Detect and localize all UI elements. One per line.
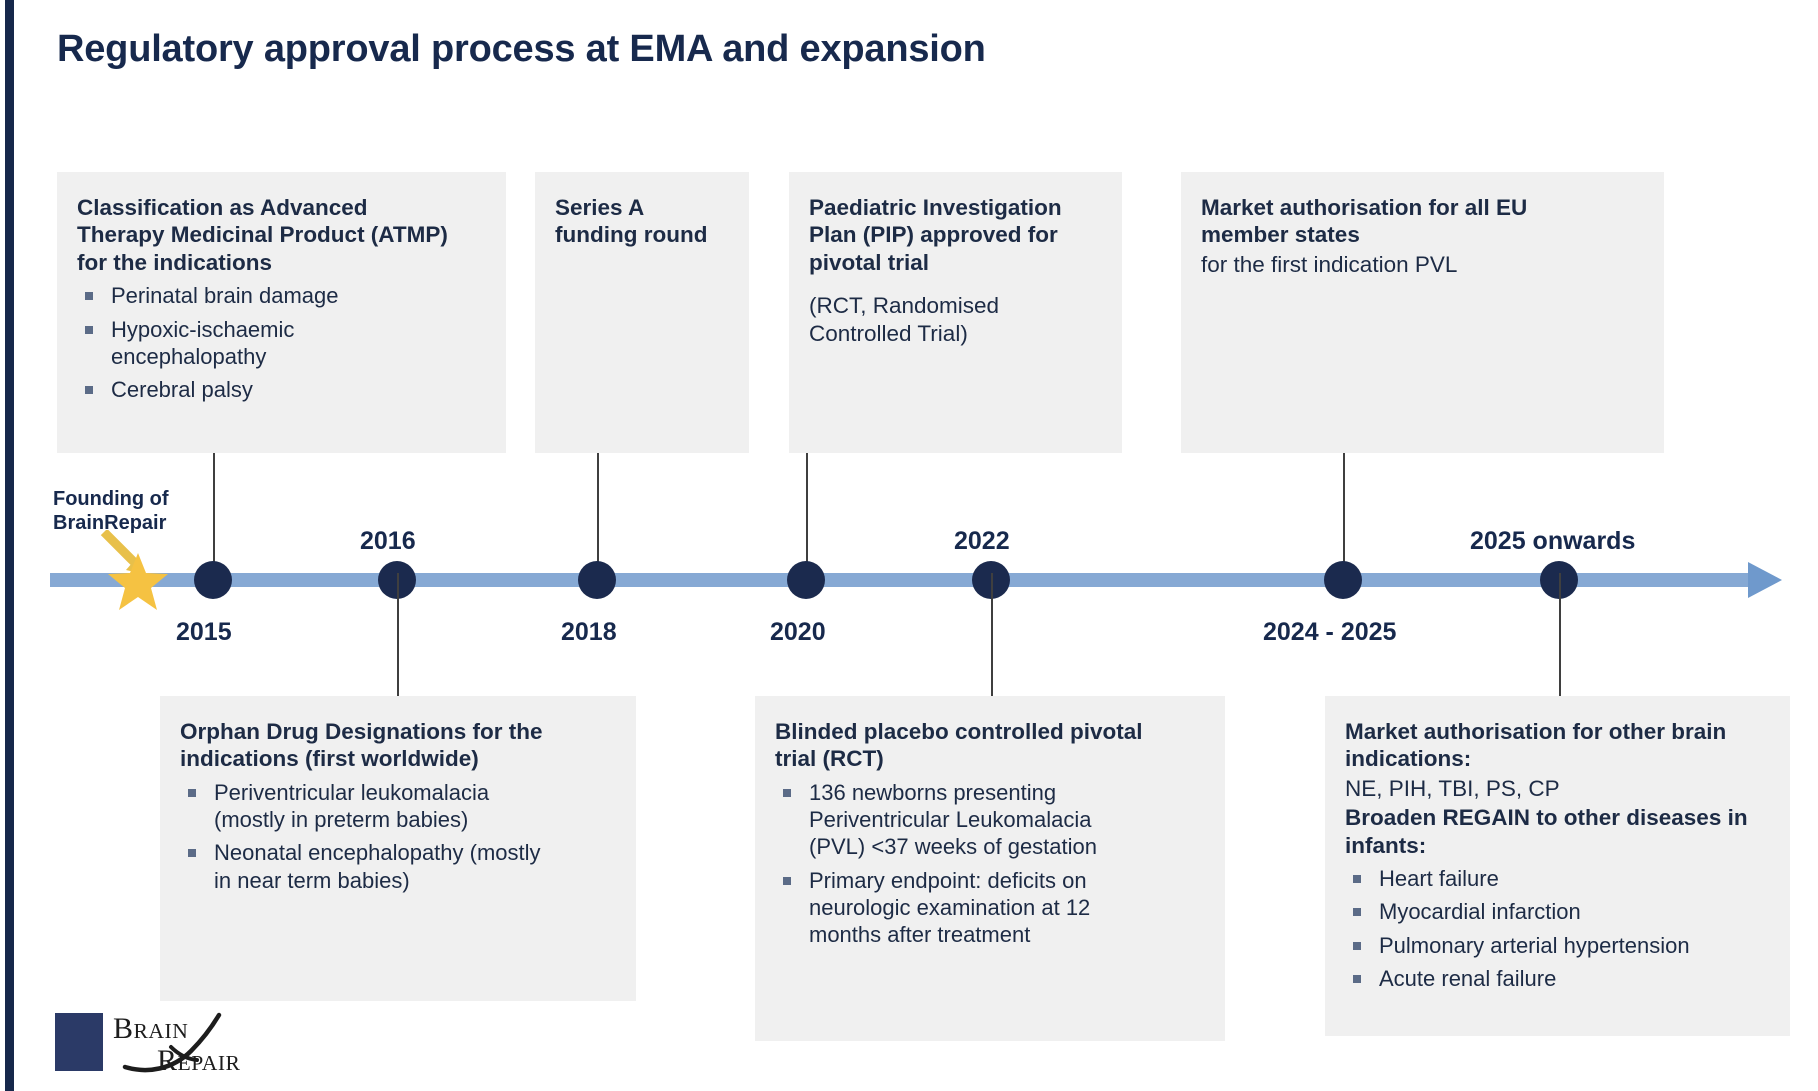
timeline-year-2022: 2022 [954,527,1010,555]
bullet-square-icon [85,386,93,395]
list-item: Neonatal encephalopathy (mostly in near … [180,839,616,894]
bullet-square-icon [783,876,791,885]
callout-card-pivotal-trial: Blinded placebo controlled pivotal trial… [755,696,1225,1041]
connector-line-2020 [806,453,808,573]
bullet-square-icon [1353,908,1361,917]
logo-brain-rest: RAIN [133,1019,189,1043]
logo-brain-cap: B [113,1012,134,1045]
card-bullet-list: Periventricular leukomalacia (mostly in … [180,779,616,894]
bullet-square-icon [1353,974,1361,983]
list-item-label: Periventricular leukomalacia (mostly in … [214,779,490,833]
timeline-year-2025-onwards: 2025 onwards [1470,527,1636,555]
logo-wordmark: BRAIN REPAIR [113,1011,288,1081]
callout-card-series-a: Series A funding round [535,172,749,453]
card-subtitle: for the first indication PVL [1201,251,1458,277]
logo-square-icon [55,1013,103,1071]
callout-card-other-indications: Market authorisation for other brain ind… [1325,696,1790,1036]
timeline-dot-2024[interactable] [1324,561,1362,599]
logo-word-brain: BRAIN [113,1012,188,1046]
timeline-dot-2018[interactable] [578,561,616,599]
timeline-year-2018: 2018 [561,618,617,646]
connector-line-2024 [1343,453,1345,573]
card-subtitle-bold: Broaden REGAIN to other diseases in infa… [1345,805,1748,858]
callout-card-pip: Paediatric Investigation Plan (PIP) appr… [789,172,1122,453]
card-bullet-list: Heart failure Myocardial infarction Pulm… [1345,865,1770,992]
bullet-square-icon [1353,875,1361,884]
card-title: Blinded placebo controlled pivotal trial… [775,719,1143,772]
page-title: Regulatory approval process at EMA and e… [57,28,986,70]
list-item-label: Myocardial infarction [1379,899,1581,925]
connector-line-2015 [213,453,215,573]
bullet-square-icon [188,788,196,797]
timeline-year-2015: 2015 [176,618,232,646]
logo-word-repair: REPAIR [157,1044,240,1078]
left-accent-bar [5,0,14,1091]
logo-repair-rest: EPAIR [177,1051,241,1075]
bullet-square-icon [85,292,93,301]
founding-star-icon [108,553,168,610]
list-item: Periventricular leukomalacia (mostly in … [180,779,616,834]
list-item: Cerebral palsy [77,376,486,403]
brainrepair-logo: BRAIN REPAIR [55,1011,285,1081]
card-title: Paediatric Investigation Plan (PIP) appr… [809,195,1062,275]
timeline-year-2016: 2016 [360,527,416,555]
bullet-square-icon [1353,941,1361,950]
list-item: Hypoxic-ischaemic encephalopathy [77,316,486,371]
list-item-label: Acute renal failure [1379,965,1557,991]
connector-line-2018 [597,453,599,573]
timeline-year-2020: 2020 [770,618,826,646]
list-item: Myocardial infarction [1345,898,1770,925]
card-title: Classification as Advanced Therapy Medic… [77,195,448,275]
card-title: Orphan Drug Designations for the indicat… [180,719,543,772]
card-bullet-list: 136 newborns presenting Periventricular … [775,779,1205,949]
callout-card-orphan-drug: Orphan Drug Designations for the indicat… [160,696,636,1001]
list-item: Perinatal brain damage [77,282,486,309]
list-item: Pulmonary arterial hypertension [1345,932,1770,959]
timeline-axis-bar [50,573,1750,587]
bullet-square-icon [85,325,93,334]
connector-line-2025 [1559,573,1561,696]
list-item-label: Heart failure [1379,866,1499,892]
card-title: Market authorisation for all EU member s… [1201,195,1528,248]
list-item: 136 newborns presenting Periventricular … [775,779,1205,861]
timeline-dot-2020[interactable] [787,561,825,599]
connector-line-2022 [991,573,993,696]
list-item: Acute renal failure [1345,965,1770,992]
timeline-year-2024-2025: 2024 - 2025 [1263,618,1397,646]
list-item-label: Neonatal encephalopathy (mostly in near … [214,840,541,893]
card-title: Series A funding round [555,195,708,248]
logo-repair-cap: R [157,1044,178,1077]
list-item-label: Primary endpoint: deficits on neurologic… [809,867,1091,948]
list-item: Primary endpoint: deficits on neurologic… [775,867,1205,949]
bullet-square-icon [783,788,791,797]
callout-card-atmp: Classification as Advanced Therapy Medic… [57,172,506,453]
list-item-label: Perinatal brain damage [111,283,339,309]
list-item-label: Pulmonary arterial hypertension [1379,932,1690,958]
callout-card-market-auth-eu: Market authorisation for all EU member s… [1181,172,1664,453]
card-subtitle: (RCT, Randomised Controlled Trial) [809,293,1000,346]
list-item: Heart failure [1345,865,1770,892]
connector-line-2016 [397,573,399,696]
list-item-label: 136 newborns presenting Periventricular … [809,779,1097,860]
list-item-label: Hypoxic-ischaemic encephalopathy [111,316,295,369]
card-title: Market authorisation for other brain ind… [1345,719,1727,772]
card-subtitle: NE, PIH, TBI, PS, CP [1345,775,1560,801]
timeline-arrowhead-icon [1748,562,1782,598]
founding-label: Founding of BrainRepair [53,488,169,535]
timeline-dot-2015[interactable] [194,561,232,599]
logo-swoosh-icon [122,1012,222,1073]
list-item-label: Cerebral palsy [111,377,253,403]
card-bullet-list: Perinatal brain damage Hypoxic-ischaemic… [77,282,486,403]
bullet-square-icon [188,849,196,858]
